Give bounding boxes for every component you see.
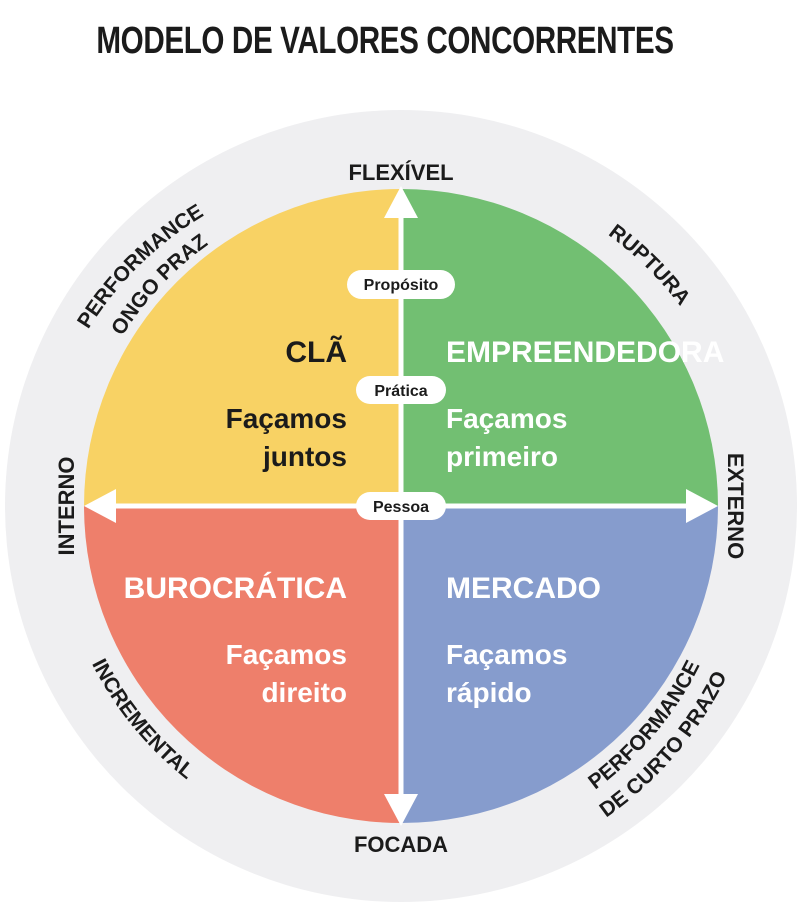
quadrant-burocratica-text: BUROCRÁTICA Façamos direito (124, 571, 347, 708)
axis-label-right: EXTERNO (723, 453, 748, 559)
quadrant-empreendedora-text: EMPREENDEDORA Façamos primeiro (446, 336, 724, 472)
quadrant-mercado-text: MERCADO Façamos rápido (446, 572, 601, 708)
pill-pessoa: Pessoa (356, 492, 446, 520)
pill-proposito: Propósito (347, 270, 455, 299)
quadrant-motto-line1: Façamos (446, 403, 567, 434)
quadrant-motto-line2: rápido (446, 677, 532, 708)
quadrant-motto-line2: direito (261, 677, 347, 708)
arrow-left-icon (84, 489, 116, 523)
quadrant-title: CLÃ (285, 335, 347, 369)
arrow-down-icon (384, 794, 418, 826)
quadrant-motto-line1: Façamos (446, 639, 567, 670)
axis-label-top: FLEXÍVEL (348, 160, 453, 185)
quadrant-motto-line1: Façamos (226, 403, 347, 434)
quadrant-title: MERCADO (446, 572, 601, 605)
quadrant-title: BUROCRÁTICA (124, 571, 347, 605)
quadrant-motto-line1: Façamos (226, 639, 347, 670)
pill-pratica: Prática (356, 376, 446, 404)
pill-label: Propósito (364, 277, 439, 294)
pill-label: Prática (374, 383, 427, 400)
quadrant-motto-line2: juntos (262, 441, 347, 472)
arrow-up-icon (384, 186, 418, 218)
axis-label-left: INTERNO (54, 457, 79, 556)
diagram-title: MODELO DE VALORES CONCORRENTES (96, 20, 674, 62)
quadrant-title: EMPREENDEDORA (446, 336, 724, 369)
pill-label: Pessoa (373, 499, 429, 516)
quadrant-motto-line2: primeiro (446, 441, 558, 472)
arrow-right-icon (686, 489, 718, 523)
axis-label-bottom: FOCADA (354, 832, 448, 857)
quadrant-cla-text: CLÃ Façamos juntos (226, 335, 347, 472)
